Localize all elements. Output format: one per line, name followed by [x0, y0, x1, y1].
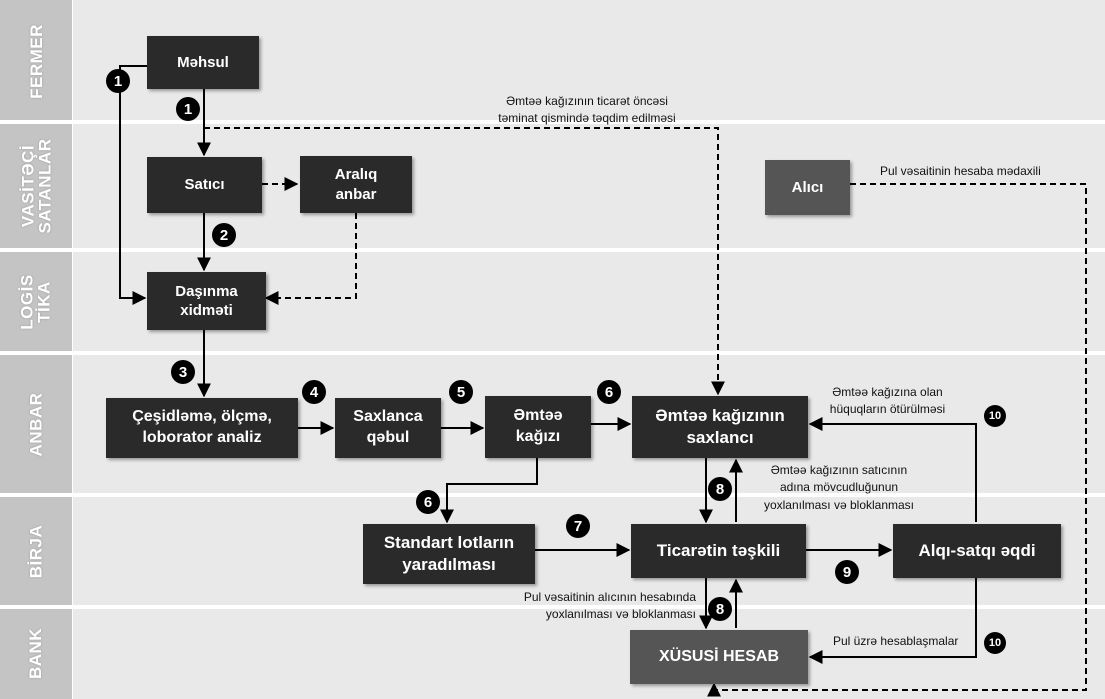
dashed-araliq-dasinma — [264, 213, 357, 305]
note-yoxlama-alici: Pul vəsaitinin alıcının hesabında yoxlan… — [523, 590, 696, 622]
step-8-lower: 8 — [708, 597, 732, 621]
node-cesidleme: Çeşidləmə, ölçmə, loborator analiz — [106, 398, 298, 458]
step-1-bypass: 1 — [106, 69, 130, 93]
step-5: 5 — [449, 380, 473, 404]
arrow-alqi-xususi — [808, 578, 977, 664]
step-9: 9 — [835, 560, 859, 584]
note-yoxlama-satici: Əmtəə kağızının satıcının adına mövcudlu… — [763, 463, 915, 512]
step-10-huquq: 10 — [984, 405, 1006, 427]
step-6: 6 — [597, 380, 621, 404]
node-dasinma: Daşınma xidməti — [147, 272, 266, 330]
step-1: 1 — [176, 97, 200, 121]
step-6-standart: 6 — [416, 490, 440, 514]
lane-label-anbar: ANBAR — [0, 353, 73, 495]
arrow-emtee-standart — [440, 458, 538, 524]
step-3: 3 — [171, 360, 195, 384]
node-saxlanca-qebul: Saxlanca qəbul — [335, 398, 441, 458]
node-mehsul: Məhsul — [147, 36, 259, 89]
lane-bank: BANK — [0, 607, 1105, 699]
step-2: 2 — [212, 223, 236, 247]
node-alqi-satqi: Alqı-satqı əqdi — [893, 524, 1061, 578]
note-pretrade: Əmtəə kağızının ticarət öncəsi təminat q… — [498, 94, 676, 126]
node-ticaret: Ticarətin təşkili — [631, 524, 806, 578]
step-4: 4 — [302, 380, 326, 404]
node-emtee-kagizi: Əmtəə kağızı — [485, 396, 591, 458]
dashed-alici-xususi — [707, 183, 1087, 697]
arrow-mehsul-dasinma-bypass — [119, 65, 147, 305]
node-satici: Satıcı — [147, 157, 262, 213]
node-alici: Alıcı — [765, 160, 850, 215]
node-standart-lotlar: Standart lotların yaradılması — [363, 524, 535, 584]
dashed-pretrade — [204, 127, 725, 396]
step-8-upper: 8 — [708, 477, 732, 501]
lane-label-bank: BANK — [0, 607, 73, 699]
node-saxlanci: Əmtəə kağızının saxlancı — [632, 396, 808, 458]
lane-label-vasiteci: VASİTƏÇİ SATANLAR — [0, 122, 73, 250]
note-pul-medaxil: Pul vəsaitinin hesaba mədaxili — [880, 164, 1041, 178]
node-araliq-anbar: Aralıq anbar — [300, 156, 412, 213]
arrow-alqi-saxlanci — [808, 417, 977, 522]
step-10-hesablasma: 10 — [984, 632, 1006, 654]
lane-label-fermer: FERMER — [0, 0, 73, 122]
lane-label-logistika: LOGİS TİKA — [0, 250, 73, 353]
node-xususi-hesab: XÜSUSİ HESAB — [630, 630, 808, 684]
note-huquq: Əmtəə kağızına olan hüquqların ötürülməs… — [829, 385, 946, 417]
note-hesablasma: Pul üzrə hesablaşmalar — [833, 634, 959, 648]
step-7: 7 — [566, 514, 590, 538]
lane-label-birja: BİRJA — [0, 495, 73, 607]
